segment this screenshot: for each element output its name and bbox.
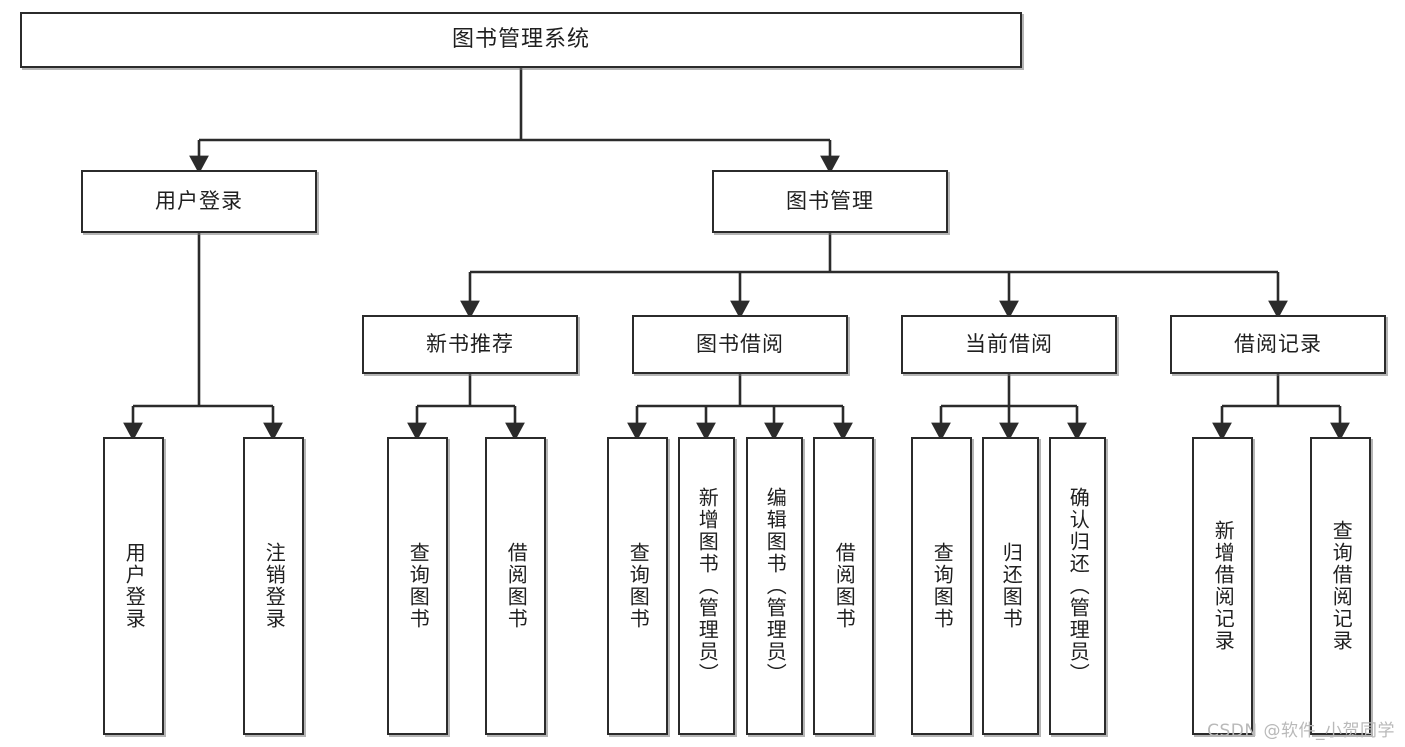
node-leaf-add-record[interactable]: 新增借阅记录 bbox=[1192, 437, 1253, 735]
node-borrow-record[interactable]: 借阅记录 bbox=[1170, 315, 1386, 374]
node-leaf-borrow-book-2-label: 借阅图书 bbox=[832, 542, 857, 630]
node-leaf-add-book-label: 新增图书（管理员） bbox=[695, 487, 720, 685]
node-new-book-recommend-label: 新书推荐 bbox=[426, 332, 514, 357]
node-leaf-add-book[interactable]: 新增图书（管理员） bbox=[678, 437, 735, 735]
node-leaf-logout-login[interactable]: 注销登录 bbox=[243, 437, 304, 735]
node-leaf-user-login[interactable]: 用户登录 bbox=[103, 437, 164, 735]
node-leaf-add-record-label: 新增借阅记录 bbox=[1211, 520, 1236, 652]
node-leaf-logout-login-label: 注销登录 bbox=[262, 542, 287, 630]
node-current-borrow-label: 当前借阅 bbox=[965, 332, 1053, 357]
node-book-borrow-label: 图书借阅 bbox=[696, 332, 784, 357]
node-user-login-label: 用户登录 bbox=[155, 189, 243, 214]
node-leaf-query-book-2-label: 查询图书 bbox=[626, 542, 651, 630]
node-leaf-borrow-book-1-label: 借阅图书 bbox=[504, 542, 529, 630]
node-new-book-recommend[interactable]: 新书推荐 bbox=[362, 315, 578, 374]
node-leaf-return-book[interactable]: 归还图书 bbox=[982, 437, 1039, 735]
node-leaf-return-book-label: 归还图书 bbox=[999, 542, 1024, 630]
csdn-watermark: CSDN @软件_小贺同学 bbox=[1207, 721, 1395, 741]
node-leaf-edit-book-label: 编辑图书（管理员） bbox=[763, 487, 788, 685]
node-leaf-query-book-1-label: 查询图书 bbox=[406, 542, 431, 630]
node-book-management[interactable]: 图书管理 bbox=[712, 170, 948, 233]
node-leaf-query-book-3-label: 查询图书 bbox=[930, 542, 955, 630]
node-leaf-confirm-return[interactable]: 确认归还（管理员） bbox=[1049, 437, 1106, 735]
node-leaf-query-book-3[interactable]: 查询图书 bbox=[911, 437, 972, 735]
node-root[interactable]: 图书管理系统 bbox=[20, 12, 1022, 68]
node-book-management-label: 图书管理 bbox=[786, 189, 874, 214]
node-leaf-confirm-return-label: 确认归还（管理员） bbox=[1066, 487, 1091, 685]
node-leaf-edit-book[interactable]: 编辑图书（管理员） bbox=[746, 437, 803, 735]
node-leaf-borrow-book-2[interactable]: 借阅图书 bbox=[813, 437, 874, 735]
node-leaf-user-login-label: 用户登录 bbox=[122, 542, 147, 630]
node-leaf-query-book-1[interactable]: 查询图书 bbox=[387, 437, 448, 735]
node-book-borrow[interactable]: 图书借阅 bbox=[632, 315, 848, 374]
node-user-login[interactable]: 用户登录 bbox=[81, 170, 317, 233]
node-root-label: 图书管理系统 bbox=[451, 27, 590, 53]
node-leaf-query-record[interactable]: 查询借阅记录 bbox=[1310, 437, 1371, 735]
node-borrow-record-label: 借阅记录 bbox=[1234, 332, 1322, 357]
node-current-borrow[interactable]: 当前借阅 bbox=[901, 315, 1117, 374]
node-leaf-query-record-label: 查询借阅记录 bbox=[1329, 520, 1354, 652]
node-leaf-borrow-book-1[interactable]: 借阅图书 bbox=[485, 437, 546, 735]
node-leaf-query-book-2[interactable]: 查询图书 bbox=[607, 437, 668, 735]
